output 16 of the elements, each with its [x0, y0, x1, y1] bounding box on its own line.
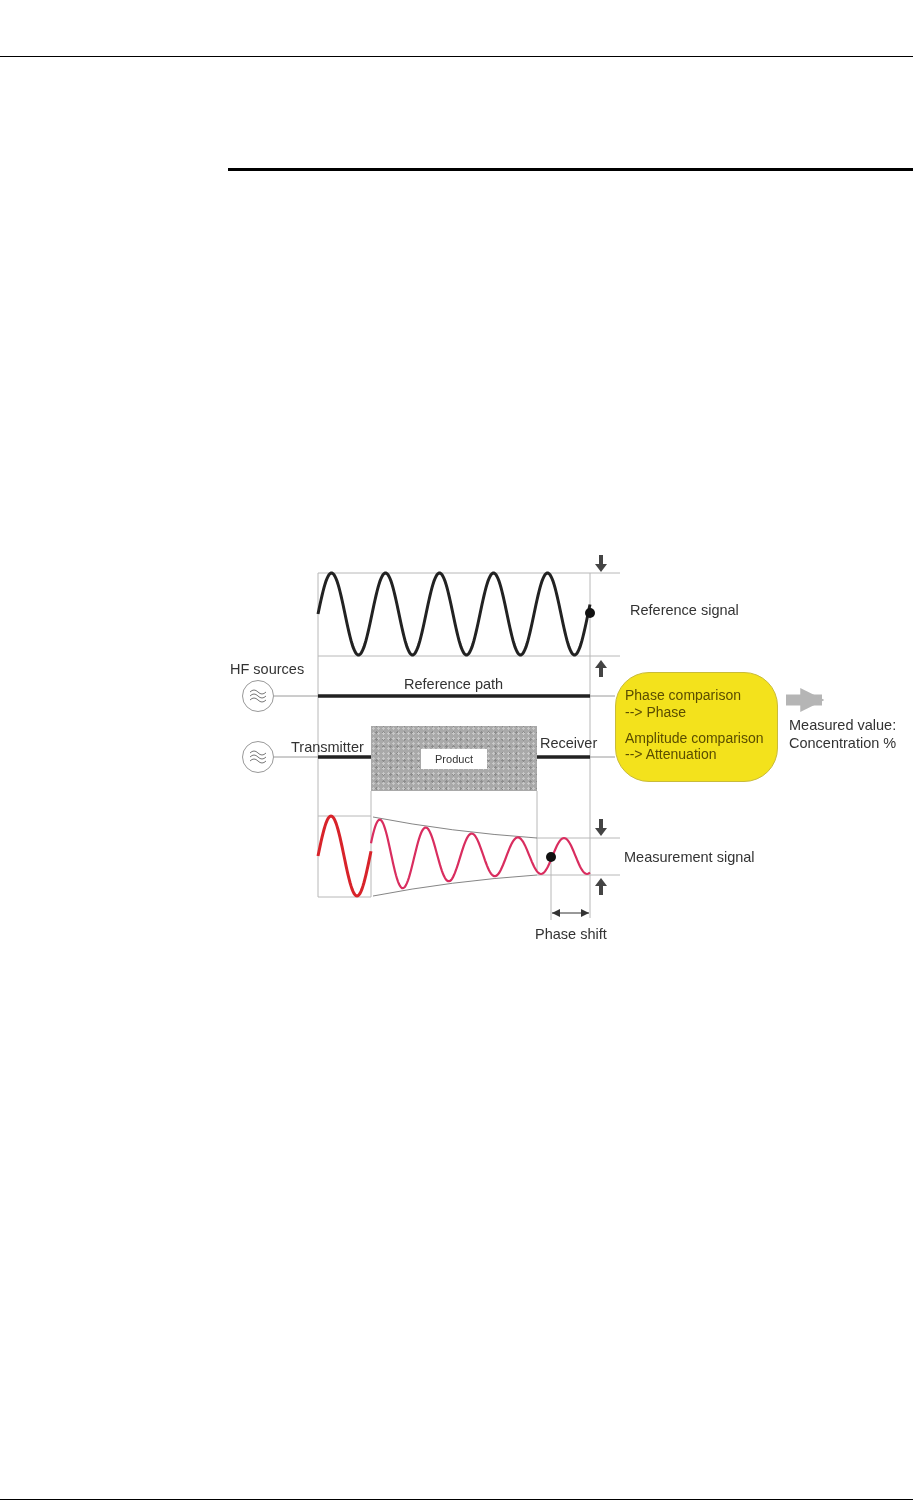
diagram-label: Transmitter — [291, 739, 364, 756]
diagram-label: Reference signal — [630, 602, 739, 619]
product-box — [371, 726, 537, 791]
hf-source-circle — [242, 741, 274, 773]
hf-source-circle — [242, 680, 274, 712]
comparison-text: Phase comparison --> Phase — [625, 687, 742, 721]
diagram-label: HF sources — [230, 661, 305, 678]
diagram-label: Receiver — [540, 735, 598, 752]
diagram-label: Phase shift — [535, 926, 607, 943]
comparison-text: Amplitude comparison --> Attenuation — [625, 729, 765, 764]
product-label: Product — [421, 748, 487, 769]
edge-label: Reference path — [404, 676, 504, 693]
result-text: Measured value: Concentration % — [789, 716, 911, 753]
diagram-label: Measurement signal — [624, 849, 755, 866]
comparison-box — [615, 672, 778, 782]
block-arrow — [786, 687, 825, 713]
